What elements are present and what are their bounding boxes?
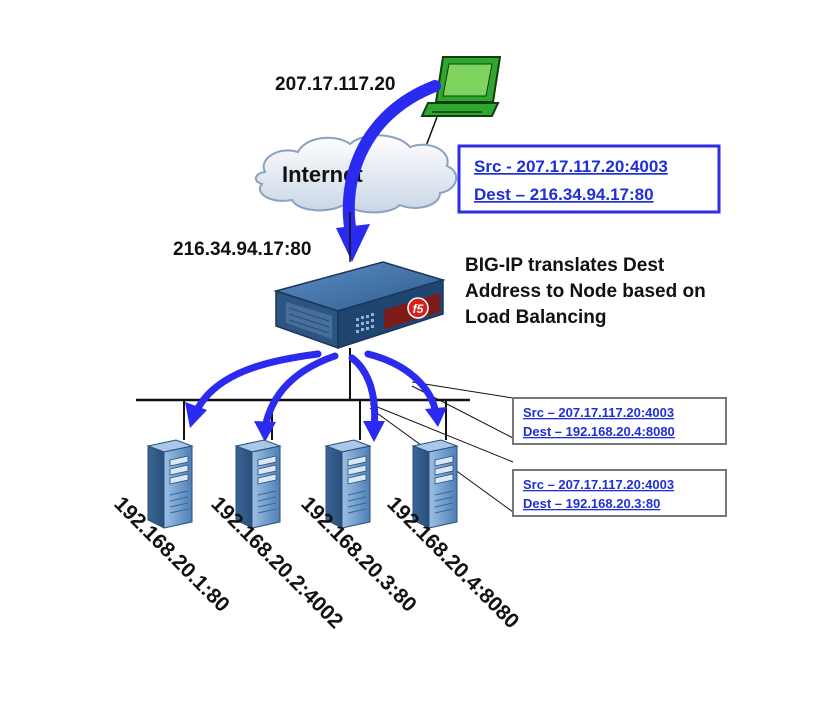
client-computer-icon bbox=[420, 56, 502, 117]
node-packet-1-src: Src – 207.17.117.20:4003 bbox=[523, 405, 674, 420]
client-packet-dest: Dest – 216.34.94.17:80 bbox=[474, 185, 654, 204]
f5-logo-text: f5 bbox=[413, 302, 424, 316]
virtual-server-address: 216.34.94.17:80 bbox=[173, 239, 311, 260]
node-packet-box-1: Src – 207.17.117.20:4003 Dest – 192.168.… bbox=[512, 397, 727, 445]
node-packet-2-dest: Dest – 192.168.20.3:80 bbox=[523, 496, 660, 511]
server-4-icon bbox=[411, 439, 459, 529]
bigip-note-line2: Address to Node based on bbox=[465, 281, 706, 302]
bigip-note-line3: Load Balancing bbox=[465, 307, 606, 328]
server-drops bbox=[183, 400, 447, 440]
client-to-bigip-arrow bbox=[342, 80, 441, 244]
client-packet-box: Src - 207.17.117.20:4003 Dest – 216.34.9… bbox=[457, 144, 721, 214]
client-to-bigip-arrowhead bbox=[336, 224, 370, 262]
node-packet-2-src: Src – 207.17.117.20:4003 bbox=[523, 477, 674, 492]
bigip-note-line1: BIG-IP translates Dest bbox=[465, 255, 665, 276]
client-packet-src: Src - 207.17.117.20:4003 bbox=[474, 157, 668, 176]
server-3-icon bbox=[324, 439, 372, 529]
f5-logo-icon: f5 bbox=[407, 297, 429, 319]
node-packet-box-2: Src – 207.17.117.20:4003 Dest – 192.168.… bbox=[512, 469, 727, 517]
server-2-icon bbox=[234, 439, 282, 529]
server-1-icon bbox=[146, 439, 194, 529]
node-packet-1-dest: Dest – 192.168.20.4:8080 bbox=[523, 424, 675, 439]
servers bbox=[146, 439, 459, 529]
client-ip-label: 207.17.117.20 bbox=[275, 74, 395, 95]
load-balance-arrowheads bbox=[185, 402, 447, 442]
load-balance-arrows bbox=[192, 350, 440, 432]
